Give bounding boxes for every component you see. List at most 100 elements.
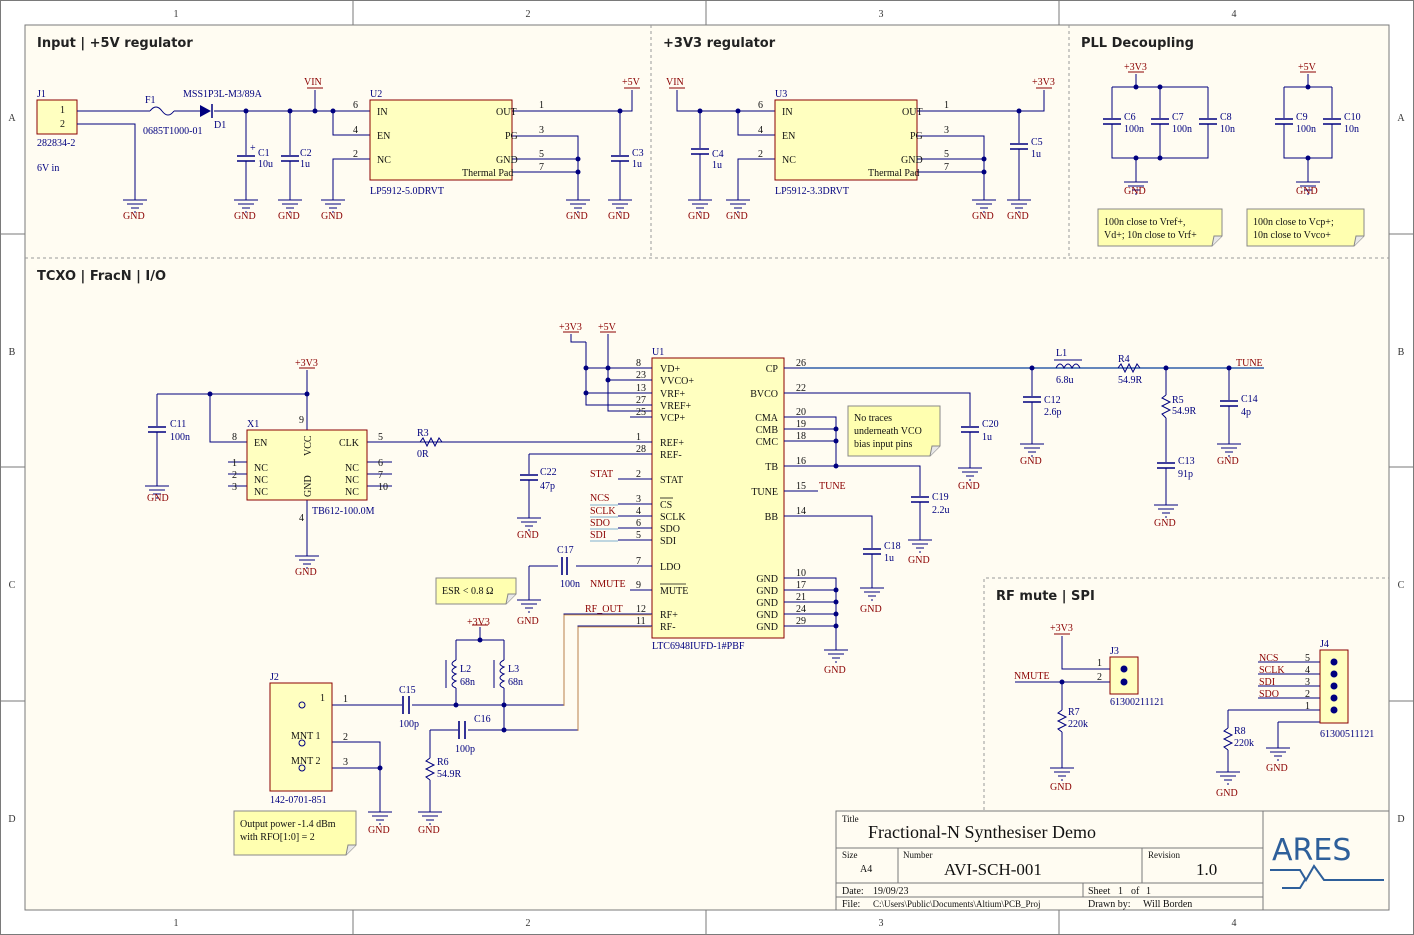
section-title-rfmute: RF mute | SPI (996, 589, 1095, 604)
input-block: J1 1 2 282834-2 6V in F1 (36, 77, 644, 222)
l3-ref: L3 (508, 664, 519, 675)
tb-date-label: Date: (842, 886, 864, 897)
connector-j1[interactable] (36, 99, 78, 135)
net-stat: STAT (590, 469, 613, 480)
u1-pin-number: 13 (636, 383, 646, 394)
u1-pin-number: 22 (796, 383, 806, 394)
section-title-pll: PLL Decoupling (1081, 36, 1194, 51)
pll-block: +3V3 +5V C6 100n C7 100n C8 10n C9 100n … (1097, 62, 1365, 247)
gnd-label: GND (860, 604, 882, 615)
pll-u1[interactable] (651, 357, 785, 639)
gnd-label: GND (321, 211, 343, 222)
c14-ref: C14 (1241, 394, 1258, 405)
u1-pin-label: VRF+ (660, 389, 685, 400)
tb-sheets: 1 (1146, 886, 1151, 897)
u1-pin-label: CS (660, 500, 672, 511)
u1-pin-number: 15 (796, 481, 806, 492)
tcxo-x1[interactable] (246, 429, 368, 501)
c22-ref: C22 (540, 467, 557, 478)
l2-val: 68n (460, 677, 475, 688)
gnd-label: GND (688, 211, 710, 222)
c1-val: 10u (258, 159, 273, 170)
tb-sheet-label: Sheet (1088, 886, 1110, 897)
r3-val: 0R (417, 449, 429, 460)
vin-label: VIN (666, 77, 684, 88)
u1-pin-label: GND (756, 622, 778, 633)
j4-pinnum: 5 (1305, 653, 1310, 664)
resistor-r5 (1160, 394, 1172, 419)
r5-ref: R5 (1172, 395, 1184, 406)
u1-pin-number: 17 (796, 580, 806, 591)
c9-ref: C9 (1296, 112, 1308, 123)
gnd-label: GND (908, 555, 930, 566)
x1-pin-nc: NC (345, 475, 359, 486)
connector-j2[interactable] (269, 682, 333, 792)
x1-pin-en: EN (254, 438, 267, 449)
regulator-u3[interactable] (774, 99, 918, 181)
x1-pinnum: 10 (378, 482, 388, 493)
u1-pin-label: GND (756, 598, 778, 609)
x1-pinnum: 5 (378, 432, 383, 443)
r3-ref: R3 (417, 428, 429, 439)
j4-pinnum: 3 (1305, 677, 1310, 688)
gnd-label: GND (1296, 186, 1318, 197)
r8-ref: R8 (1234, 726, 1246, 737)
u3-pin-nc: NC (782, 155, 796, 166)
gnd-label: GND (123, 211, 145, 222)
c12-val: 2.6p (1044, 407, 1062, 418)
p5v-label: +5V (598, 322, 617, 333)
j3-ref: J3 (1110, 646, 1119, 657)
d1-ref: D1 (214, 120, 226, 131)
section-dividers (25, 25, 1389, 810)
c11-val: 100n (170, 432, 190, 443)
note-pll-1-line1: 100n close to Vref+, (1104, 217, 1186, 228)
x1-pin-nc: NC (254, 487, 268, 498)
x1-pin-clk: CLK (339, 438, 360, 449)
j2-mnt2: MNT 2 (291, 756, 321, 767)
net-ncs-spi: NCS (1259, 653, 1278, 664)
u1-pin-number: 8 (636, 358, 641, 369)
net-sdo: SDO (590, 518, 610, 529)
p3v3-label: +3V3 (295, 358, 318, 369)
u1-pin-number: 9 (636, 580, 641, 591)
x1-pin-nc: NC (345, 487, 359, 498)
x1-part: TB612-100.0M (312, 506, 375, 517)
u1-pin-label: VD+ (660, 364, 680, 375)
gnd-label: GND (566, 211, 588, 222)
u1-pin-label: TB (765, 462, 778, 473)
row-label: C (9, 580, 16, 591)
net-tune: TUNE (1236, 358, 1263, 369)
c4-ref: C4 (712, 149, 724, 160)
j2-pinnum: 1 (343, 694, 348, 705)
c5-val: 1u (1031, 149, 1041, 160)
p3v3-label: +3V3 (467, 617, 490, 628)
j1-ref: J1 (37, 89, 46, 100)
note-output-line2: with RFO[1:0] = 2 (240, 832, 315, 843)
regulator-u2[interactable] (369, 99, 513, 181)
gnd-label: GND (234, 211, 256, 222)
c13-val: 91p (1178, 469, 1193, 480)
section-title-input: Input | +5V regulator (37, 36, 193, 51)
row-label: A (1397, 113, 1405, 124)
section-title-tcxo: TCXO | FracN | I/O (37, 269, 166, 284)
r4-val: 54.9R (1118, 375, 1143, 386)
u1-pin-label: MUTE (660, 586, 688, 597)
net-sdi: SDI (590, 530, 606, 541)
u1-pin-number: 27 (636, 395, 646, 406)
row-label: B (9, 347, 16, 358)
net-sdo-spi: SDO (1259, 689, 1279, 700)
c3-ref: C3 (632, 148, 644, 159)
u2-pin-pad: Thermal Pad (462, 168, 513, 179)
c20-ref: C20 (982, 419, 999, 430)
c7-ref: C7 (1172, 112, 1184, 123)
u1-pin-label: CMC (756, 437, 779, 448)
u2-ref: U2 (370, 89, 382, 100)
j1-part: 282834-2 (37, 138, 75, 149)
u1-ref: U1 (652, 347, 664, 358)
gnd-label: GND (278, 211, 300, 222)
jumper-j3[interactable] (1109, 656, 1139, 695)
u2-pinnum: 4 (353, 125, 358, 136)
net-sdi-spi: SDI (1259, 677, 1275, 688)
title-block: Title Fractional-N Synthesiser Demo Size… (835, 810, 1390, 911)
note-pll-2-line1: 100n close to Vcp+; (1253, 217, 1334, 228)
